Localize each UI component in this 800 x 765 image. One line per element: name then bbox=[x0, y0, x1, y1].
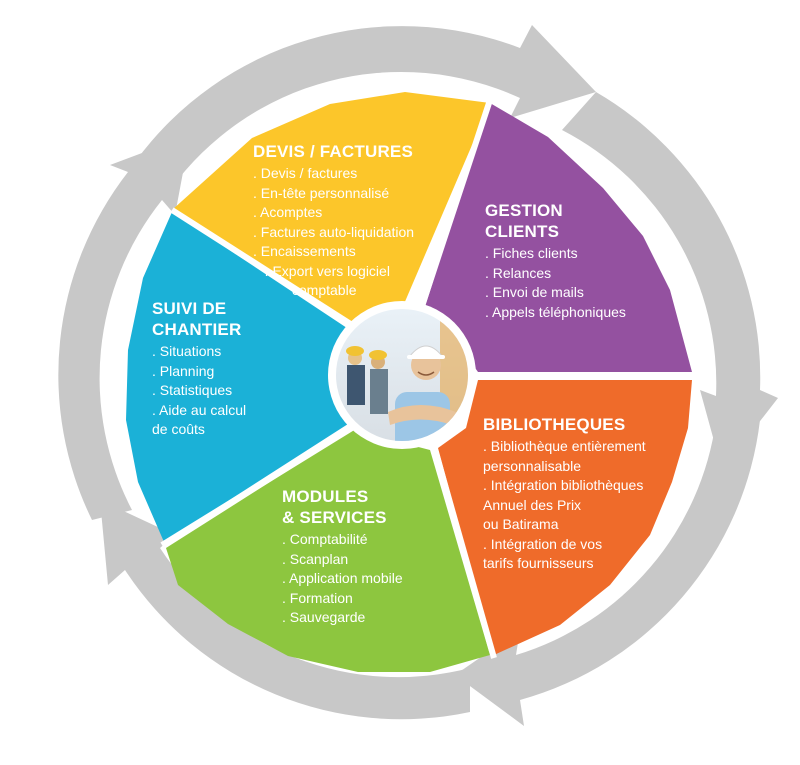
bibliotheques-title: BIBLIOTHEQUES bbox=[483, 415, 626, 434]
ring-arrow-top bbox=[135, 25, 596, 190]
outer-cycle-ring bbox=[58, 25, 778, 726]
suivi-chantier-block: SUIVI DE CHANTIER . Situations . Plannin… bbox=[152, 298, 246, 440]
list-item: . Encaissements bbox=[253, 243, 356, 259]
list-item: . Relances bbox=[485, 264, 552, 281]
ring-arrow-left bbox=[58, 135, 191, 520]
list-item: . Application mobile bbox=[282, 570, 403, 586]
list-item: . Situations bbox=[152, 343, 222, 359]
list-item: . Sauvegarde bbox=[282, 609, 366, 625]
modules-services-block: MODULES & SERVICES . Comptabilité . Scan… bbox=[282, 486, 403, 628]
ring-arrow-bottom-left bbox=[100, 500, 470, 720]
list-item: . Bibliothèque entièrement personnalisab… bbox=[483, 438, 646, 474]
segment-suivi-chantier bbox=[126, 212, 356, 542]
modules-services-title-line-2: & SERVICES bbox=[282, 508, 387, 527]
list-item: . Export vers logiciel comptable bbox=[264, 262, 390, 299]
ring-arrow-right bbox=[562, 92, 778, 470]
list-item: . Devis / factures bbox=[253, 165, 358, 181]
gestion-clients-list: . Fiches clients . Relances . Envoi de m… bbox=[485, 244, 626, 322]
devis-factures-title: DEVIS / FACTURES bbox=[253, 142, 414, 161]
ring-arrow-bottom-right bbox=[455, 420, 760, 726]
gestion-clients-title-line-2: CLIENTS bbox=[485, 222, 560, 241]
suivi-chantier-list: . Situations . Planning . Statistiques .… bbox=[152, 342, 246, 440]
list-item: . Factures auto-liquidation bbox=[253, 223, 415, 240]
list-item: . Aide au calcul de coûts bbox=[152, 401, 247, 438]
bibliotheques-list: . Bibliothèque entièrement personnalisab… bbox=[483, 437, 646, 574]
list-item: . En-tête personnalisé bbox=[253, 184, 390, 201]
gestion-clients-title-line-1: GESTION bbox=[485, 201, 563, 220]
list-item: . Intégration de vos tarifs fournisseurs bbox=[483, 535, 603, 572]
list-item: . Envoi de mails bbox=[485, 284, 584, 300]
suivi-chantier-title-line-2: CHANTIER bbox=[152, 320, 242, 339]
segment-bibliotheques bbox=[438, 380, 692, 655]
list-item: . Fiches clients bbox=[485, 245, 578, 261]
segment-gestion-clients bbox=[424, 103, 692, 372]
segment-dividers bbox=[160, 99, 695, 659]
pie-segments bbox=[126, 92, 692, 672]
modules-services-list: . Comptabilité . Scanplan . Application … bbox=[282, 530, 403, 628]
list-item: . Intégration bibliothèques Annuel des P… bbox=[483, 477, 644, 532]
devis-factures-list: . Devis / factures . En-tête personnalis… bbox=[253, 164, 414, 301]
bibliotheques-block: BIBLIOTHEQUES . Bibliothèque entièrement… bbox=[483, 414, 646, 574]
devis-factures-block: DEVIS / FACTURES . Devis / factures . En… bbox=[253, 141, 414, 301]
list-item: . Acomptes bbox=[253, 204, 323, 220]
list-item: . Comptabilité bbox=[282, 531, 368, 547]
suivi-chantier-title-line-1: SUIVI DE bbox=[152, 299, 227, 318]
modules-services-title-line-1: MODULES bbox=[282, 487, 369, 506]
list-item: . Formation bbox=[282, 589, 353, 606]
gestion-clients-block: GESTION CLIENTS . Fiches clients . Relan… bbox=[485, 200, 626, 322]
list-item: . Planning bbox=[152, 362, 215, 379]
list-item: . Statistiques bbox=[152, 382, 233, 398]
list-item: . Scanplan bbox=[282, 550, 349, 567]
segment-devis-factures bbox=[172, 92, 490, 330]
list-item: . Appels téléphoniques bbox=[485, 303, 626, 320]
segment-modules-services bbox=[166, 430, 490, 672]
